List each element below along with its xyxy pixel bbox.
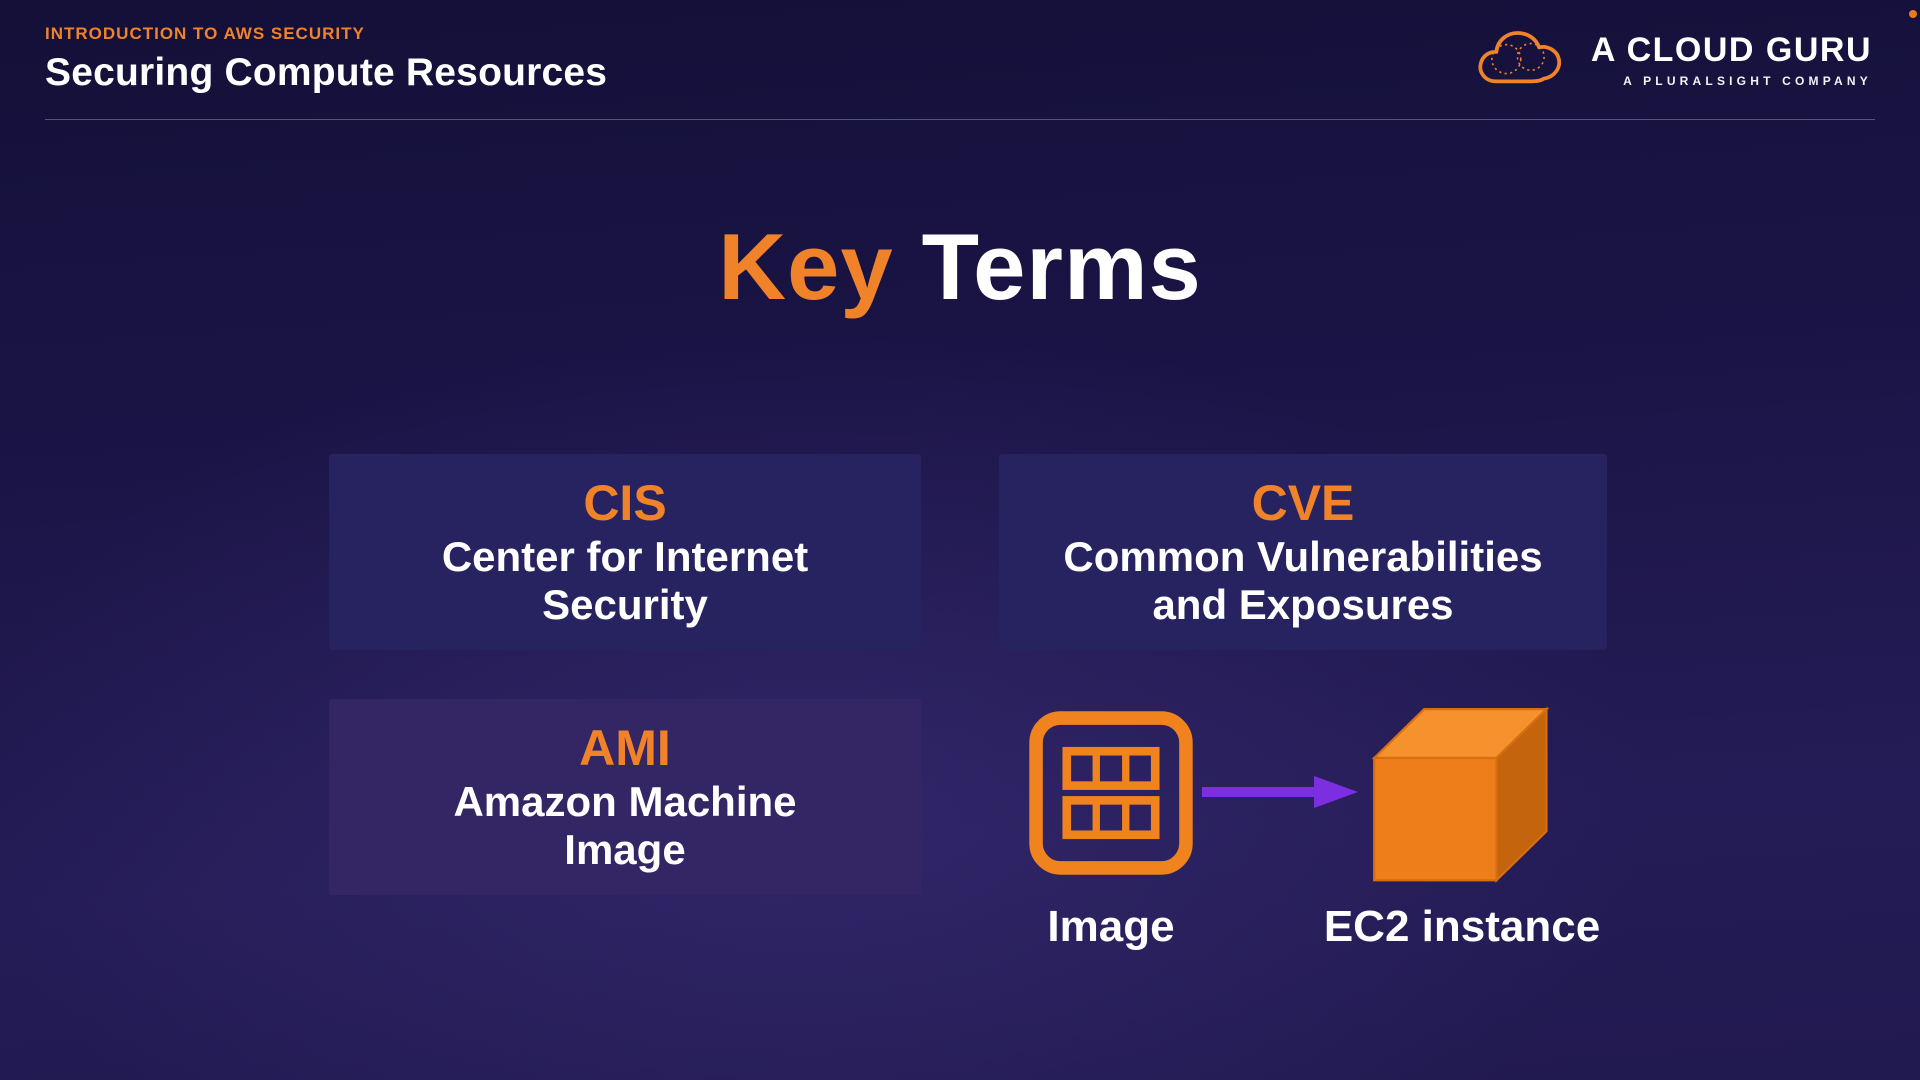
card-cis: CIS Center for Internet Security <box>329 454 921 650</box>
ami-diagram: Image EC2 instance <box>1000 680 1660 1000</box>
ec2-label: EC2 instance <box>1323 902 1601 951</box>
acg-logo: A CLOUD GURU A PLURALSIGHT COMPANY <box>1473 22 1872 99</box>
image-label: Image <box>1047 902 1175 951</box>
corner-dot <box>1909 10 1917 18</box>
slide-title-accent: Key <box>718 214 894 319</box>
header: INTRODUCTION TO AWS SECURITY Securing Co… <box>45 24 607 95</box>
card-cve: CVE Common Vulnerabilities and Exposures <box>999 454 1607 650</box>
card-acronym: CIS <box>583 475 667 532</box>
slide-title-rest: Terms <box>921 214 1202 319</box>
card-definition: Amazon Machine Image <box>453 778 797 873</box>
logo-name: A CLOUD GURU <box>1590 31 1872 69</box>
course-eyebrow: INTRODUCTION TO AWS SECURITY <box>45 24 365 43</box>
arrow-right-icon <box>1200 772 1360 817</box>
card-acronym: AMI <box>579 720 671 777</box>
card-ami: AMI Amazon Machine Image <box>329 699 921 895</box>
logo-text: A CLOUD GURU A PLURALSIGHT COMPANY <box>1591 33 1872 88</box>
card-definition: Center for Internet Security <box>441 533 809 628</box>
course-title: Securing Compute Resources <box>45 51 608 94</box>
card-definition: Common Vulnerabilities and Exposures <box>1063 533 1543 628</box>
ec2-cube-icon <box>1352 680 1552 891</box>
cloud-icon <box>1473 22 1573 99</box>
logo-subtitle: A PLURALSIGHT COMPANY <box>1623 74 1872 88</box>
image-icon <box>1025 707 1197 879</box>
card-acronym: CVE <box>1251 475 1355 532</box>
header-divider <box>45 119 1875 120</box>
